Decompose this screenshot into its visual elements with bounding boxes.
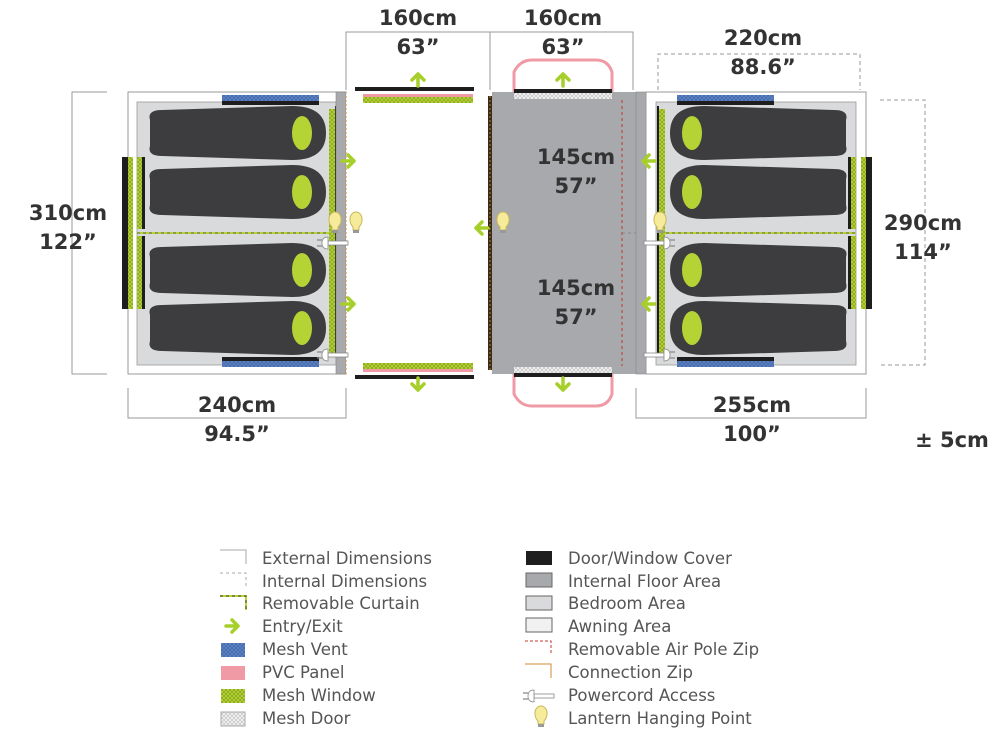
dimension-labels: 160cm 63” 160cm 63” 220cm 88.6” 310cm 12… bbox=[29, 6, 989, 452]
mesh-vent-top-right bbox=[677, 95, 774, 101]
removable-curtain-icon bbox=[220, 595, 247, 610]
dim-center-upper-cm: 145cm bbox=[537, 145, 615, 169]
legend-label: Bedroom Area bbox=[568, 594, 686, 613]
left-bedroom bbox=[122, 91, 347, 375]
legend-label: Powercord Access bbox=[568, 686, 715, 705]
dim-bottom-left-in: 94.5” bbox=[204, 422, 270, 446]
mesh-door-top bbox=[514, 93, 612, 99]
pvc-panel-icon bbox=[221, 666, 245, 680]
dim-tolerance: ± 5cm bbox=[915, 428, 989, 452]
legend-right-icons bbox=[522, 551, 555, 728]
internal-floor-area bbox=[492, 58, 650, 408]
legend-label: Mesh Window bbox=[262, 686, 376, 705]
entry-arrow-icon bbox=[410, 72, 426, 88]
connection-zip-icon bbox=[525, 663, 552, 678]
legend-left-icons bbox=[220, 549, 247, 727]
dim-left-cm: 310cm bbox=[29, 201, 107, 225]
legend-label: Lantern Hanging Point bbox=[568, 709, 752, 728]
dim-top-center-in: 63” bbox=[541, 35, 584, 59]
legend: External Dimensions Internal Dimensions … bbox=[220, 549, 759, 728]
legend-label: Connection Zip bbox=[568, 663, 693, 682]
dim-bottom-right-in: 100” bbox=[723, 422, 781, 446]
mesh-door-icon bbox=[220, 711, 246, 727]
internal-dimensions-icon bbox=[220, 572, 247, 587]
dim-right-cm: 290cm bbox=[884, 211, 962, 235]
bedroom-area-icon bbox=[525, 595, 553, 611]
dim-top-right-cm: 220cm bbox=[724, 26, 802, 50]
legend-label: Awning Area bbox=[568, 617, 671, 636]
legend-label: Internal Dimensions bbox=[262, 572, 427, 591]
mesh-vent-bottom-right bbox=[677, 361, 774, 367]
dim-bottom-left-cm: 240cm bbox=[198, 393, 276, 417]
legend-label: PVC Panel bbox=[262, 663, 345, 682]
awning-area bbox=[345, 87, 492, 379]
internal-floor-icon bbox=[525, 572, 553, 588]
mesh-window-top bbox=[363, 97, 473, 103]
legend-label: Removable Air Pole Zip bbox=[568, 640, 759, 659]
lantern-icon bbox=[534, 705, 548, 728]
dim-top-right-in: 88.6” bbox=[730, 55, 796, 79]
door-cover-left bbox=[122, 157, 128, 309]
dim-bottom-right-cm: 255cm bbox=[713, 393, 791, 417]
dim-center-lower-in: 57” bbox=[554, 305, 597, 329]
mesh-window-bottom bbox=[363, 363, 473, 369]
entry-arrow-icon bbox=[410, 376, 426, 392]
mesh-vent-top-left bbox=[222, 95, 319, 101]
powercord-icon bbox=[522, 689, 555, 703]
legend-label: Mesh Vent bbox=[262, 640, 348, 659]
door-window-cover-icon bbox=[526, 551, 552, 565]
dim-left-in: 122” bbox=[39, 230, 97, 254]
dim-right-in: 114” bbox=[894, 240, 952, 264]
entry-arrow-icon bbox=[224, 618, 240, 634]
legend-label: Entry/Exit bbox=[262, 617, 343, 636]
mesh-vent-bottom-left bbox=[222, 361, 319, 367]
dim-top-left-cm: 160cm bbox=[379, 6, 457, 30]
dim-center-lower-cm: 145cm bbox=[537, 276, 615, 300]
legend-label: Door/Window Cover bbox=[568, 549, 732, 568]
legend-label: External Dimensions bbox=[262, 549, 432, 568]
mesh-vent-icon bbox=[221, 643, 245, 657]
legend-label: Removable Curtain bbox=[262, 594, 420, 613]
right-bedroom bbox=[645, 91, 872, 375]
legend-label: Internal Floor Area bbox=[568, 572, 721, 591]
dim-top-left-in: 63” bbox=[396, 35, 439, 59]
dim-top-center-cm: 160cm bbox=[524, 6, 602, 30]
mesh-window-icon bbox=[221, 689, 245, 703]
door-cover-right bbox=[866, 157, 872, 309]
legend-label: Mesh Door bbox=[262, 709, 351, 728]
external-dimensions-icon bbox=[220, 549, 247, 564]
air-pole-zip-icon bbox=[525, 640, 552, 655]
dim-center-upper-in: 57” bbox=[554, 174, 597, 198]
dimension-brackets bbox=[71, 31, 926, 419]
awning-area-icon bbox=[525, 617, 553, 633]
mesh-door-bottom bbox=[514, 367, 612, 373]
